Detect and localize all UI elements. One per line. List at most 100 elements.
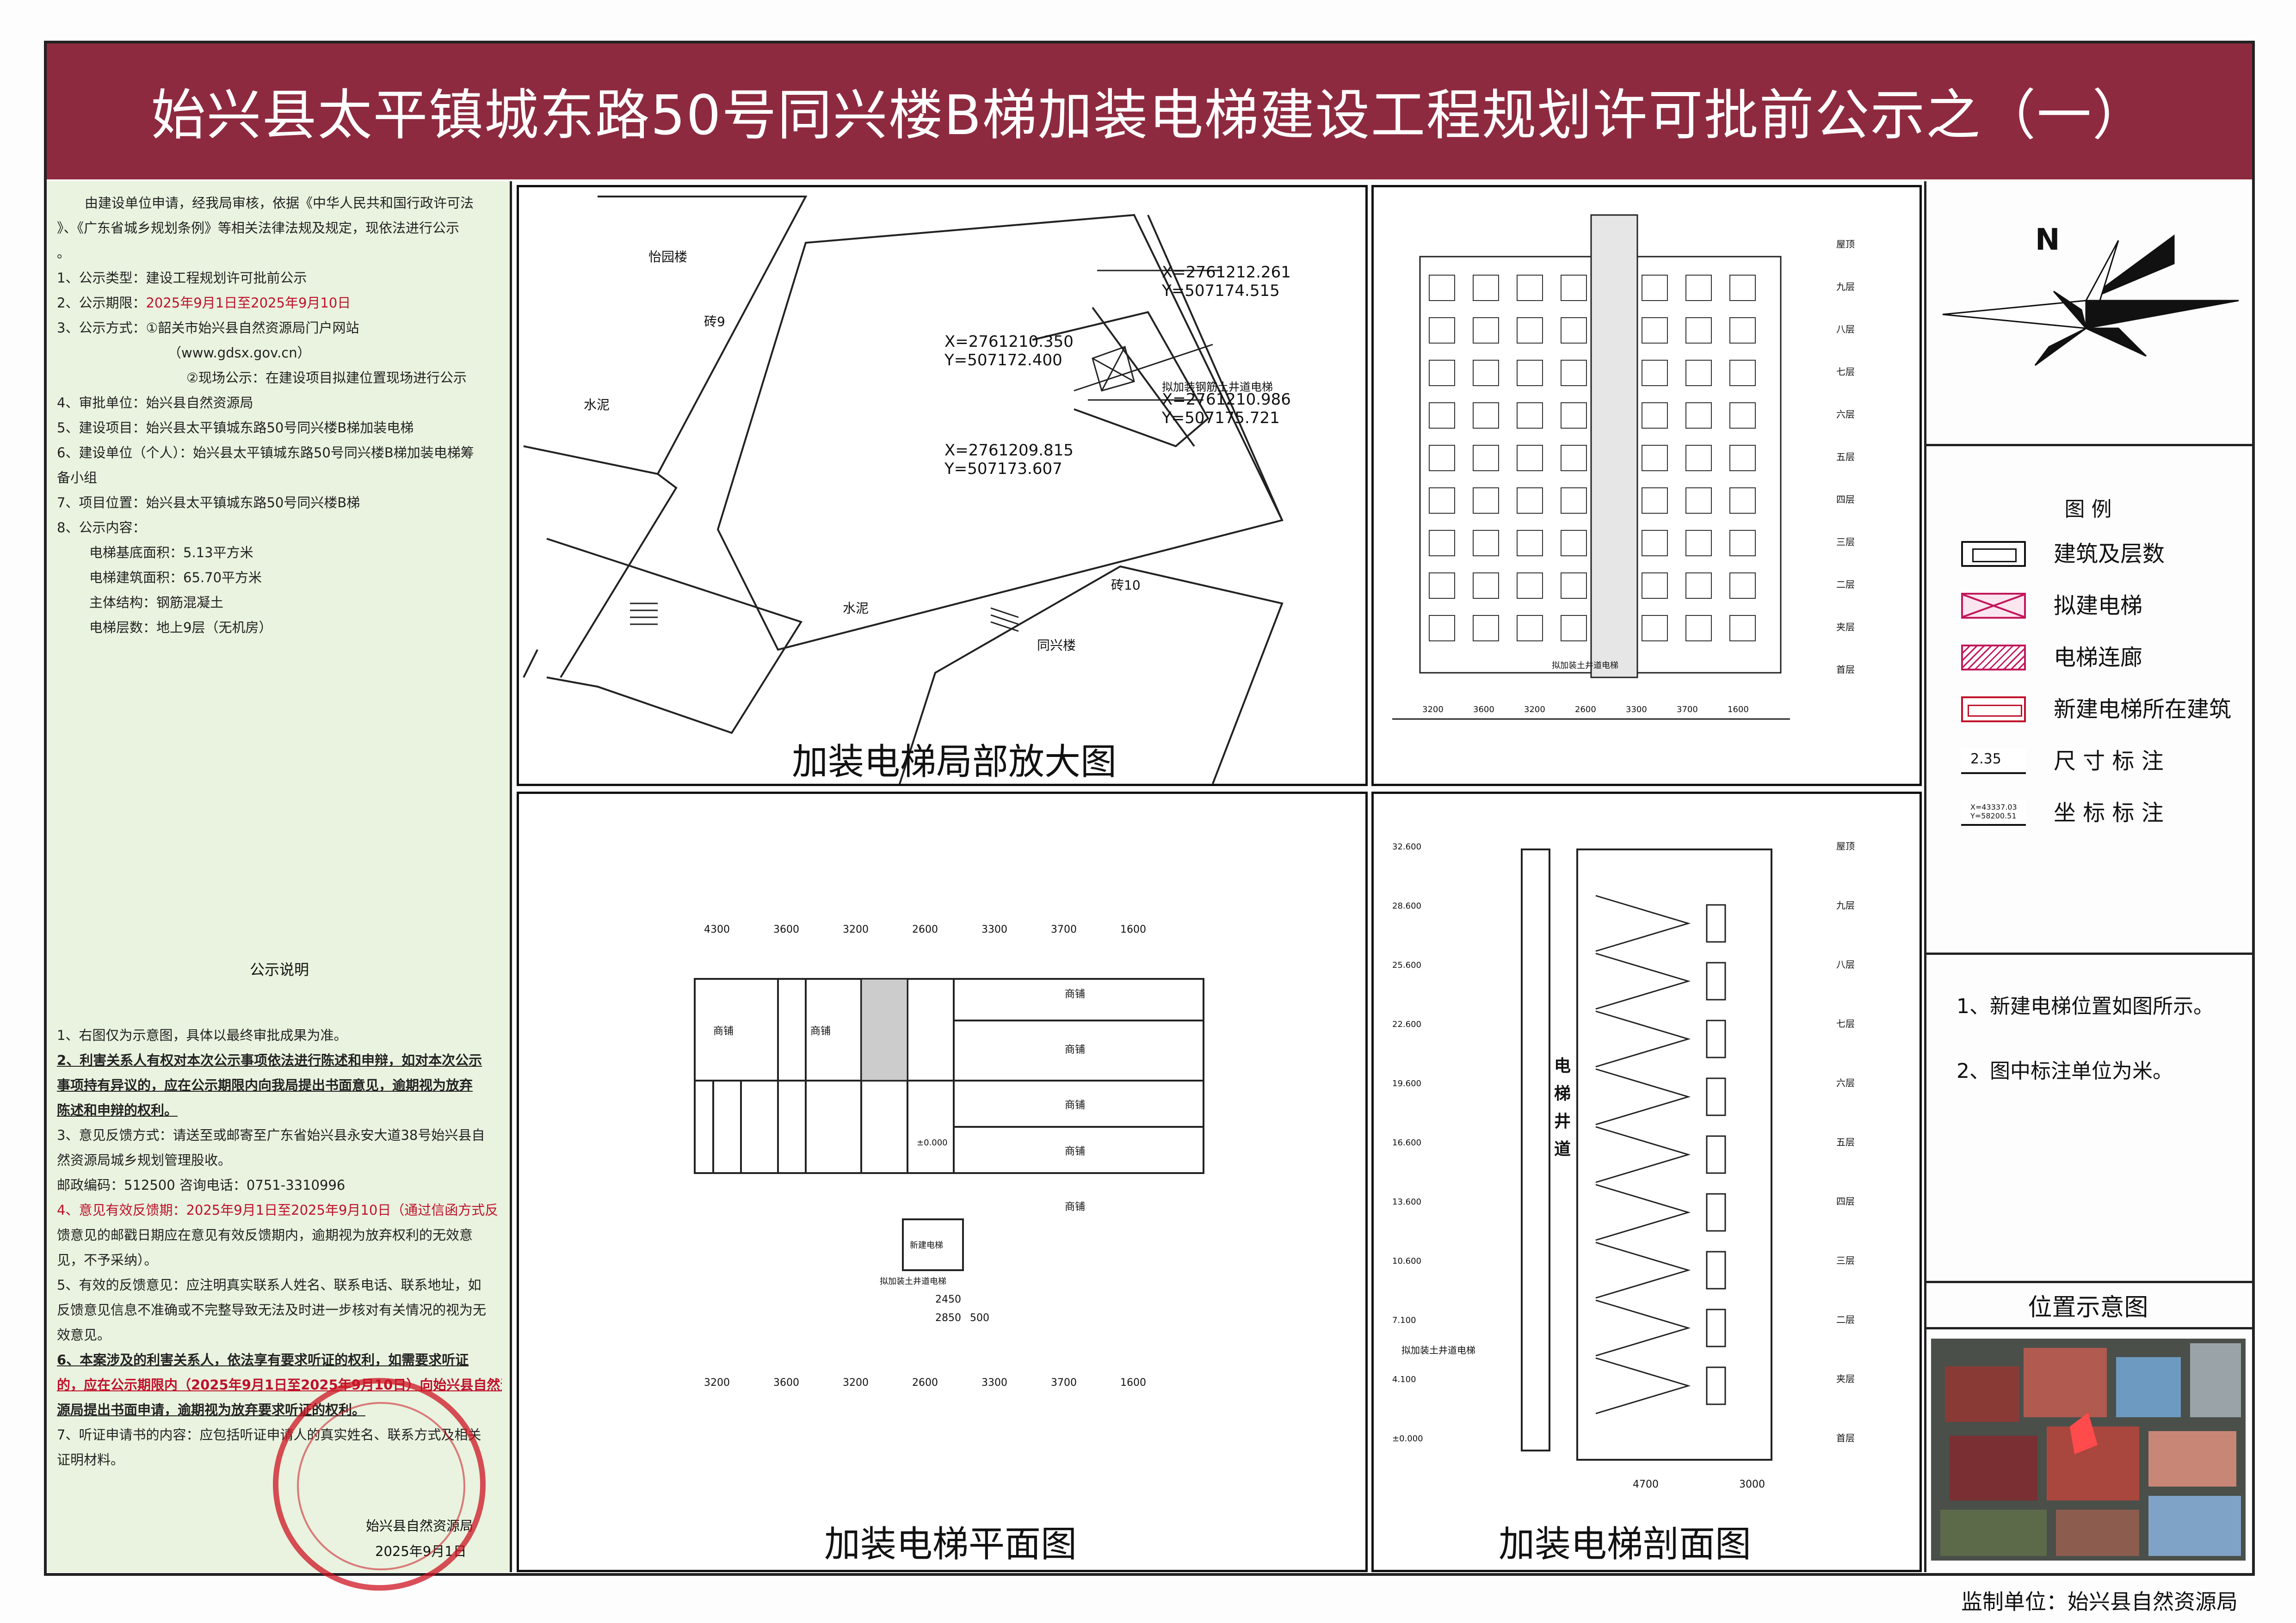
window-icon <box>1429 402 1455 429</box>
elevator-width: 2450 <box>935 1294 961 1305</box>
window-icon <box>1685 530 1712 556</box>
legend-symbol-icon: 2.35 <box>1961 748 2026 774</box>
window-icon <box>1729 615 1756 641</box>
site-plan-panel: X=2761212.261 Y=507174.515 X=2761210.350… <box>517 185 1368 789</box>
window-icon <box>1642 530 1668 556</box>
window-icon <box>1729 275 1756 301</box>
floor-label: 首层 <box>1836 1432 1855 1444</box>
room-label: 商铺 <box>1065 1100 1085 1111</box>
notice-line: 事项持有异议的，应在公示期限内向我局提出书面意见，逾期视为放弃 <box>57 1077 473 1093</box>
window-icon <box>1706 1193 1726 1232</box>
elevator-label: 拟加装钢筋土井道电梯 <box>1162 381 1273 393</box>
stair-flight <box>1595 895 1691 952</box>
coord-label: Y=507174.515 <box>1161 282 1280 300</box>
note: 2、图中标注单位为米。 <box>1957 1059 2173 1083</box>
dimension-label: 1600 <box>1728 705 1749 714</box>
legend-symbol-icon <box>1961 696 2026 722</box>
legend-label: 新建电梯所在建筑 <box>2054 696 2232 722</box>
dimension-label: 3200 <box>843 924 869 935</box>
item-value: ②现场公示：在建设项目拟建位置现场进行公示 <box>186 370 467 386</box>
notice-heading: 公示说明 <box>249 961 309 978</box>
elevation-mark: 28.600 <box>1392 901 1421 911</box>
window-icon <box>1517 530 1543 556</box>
floor-label: 六层 <box>1836 409 1855 420</box>
window-icon <box>1429 360 1455 386</box>
announcement-item: 电梯建筑面积：65.70平方米 <box>57 565 502 590</box>
item-value: 始兴县太平镇城东路50号同兴楼B梯加装电梯筹 <box>192 445 474 461</box>
dimension-label: 3600 <box>773 924 799 935</box>
window-icon <box>1473 445 1499 471</box>
stair-label: 拟加装土井道电梯 <box>880 1277 946 1286</box>
notice-line: 效意见。 <box>57 1327 111 1343</box>
window-icon <box>1473 275 1499 301</box>
window-icon <box>1706 1309 1726 1347</box>
coord-label: X=2761210.350 <box>944 332 1074 351</box>
window-icon <box>1517 275 1543 301</box>
announcement-item: 8、公示内容： <box>57 515 502 540</box>
shaft-char: 梯 <box>1554 1084 1571 1103</box>
stair-flight <box>1595 1242 1691 1299</box>
floor-label: 三层 <box>1836 1255 1855 1266</box>
dimension-label: 2600 <box>912 1377 938 1389</box>
floor-label: 二层 <box>1836 579 1855 590</box>
coord-label: Y=507175.721 <box>1161 409 1280 427</box>
announcement-item: 2、公示期限：2025年9月1日至2025年9月10日 <box>57 290 502 315</box>
floor-level: ±0.000 <box>917 1138 948 1148</box>
announcement-item: 1、公示类型：建设工程规划许可批前公示 <box>57 265 502 290</box>
location-heading: 位置示意图 <box>2028 1294 2148 1322</box>
floor-label: 二层 <box>1836 1314 1855 1325</box>
room-label: 商铺 <box>1065 989 1085 1000</box>
window-icon <box>1517 615 1543 641</box>
item-key: 2、公示期限： <box>57 295 146 311</box>
floor-label: 七层 <box>1836 366 1855 377</box>
floors-label: 砖10 <box>1111 578 1141 593</box>
divider <box>1924 953 2252 955</box>
item-value: 备小组 <box>57 470 98 486</box>
notice-line: 邮政编码：512500 咨询电话：0751-3310996 <box>57 1177 346 1193</box>
room-label: 商铺 <box>713 1026 734 1037</box>
shaft-char: 道 <box>1554 1140 1571 1159</box>
footer: 监制单位：始兴县自然资源局 <box>1961 1585 2238 1616</box>
notice-list: 1、右图仅为示意图，具体以最终审批成果为准。2、利害关系人有权对本次公示事项依法… <box>47 1023 512 1472</box>
window-icon <box>1706 1251 1726 1290</box>
north-label: N <box>2035 223 2060 257</box>
window-icon <box>1729 572 1756 599</box>
floor-label: 夹层 <box>1836 1373 1855 1384</box>
window-icon <box>1561 445 1587 471</box>
legend-label: 建筑及层数 <box>2054 541 2165 567</box>
window-icon <box>1729 530 1756 556</box>
dimension-label: 3300 <box>981 1377 1007 1389</box>
dimension-label: 3300 <box>981 924 1007 935</box>
window-icon <box>1685 275 1712 301</box>
window-icon <box>1561 615 1587 641</box>
item-key: 3、公示方式： <box>57 320 146 336</box>
notice-line: 6、本案涉及的利害关系人，依法享有要求听证的权利，如需要求听证 <box>57 1352 469 1368</box>
shaft-char: 井 <box>1554 1112 1571 1131</box>
window-icon <box>1429 615 1455 641</box>
item-value: ①韶关市始兴县自然资源局门户网站 <box>146 320 359 336</box>
window-icon <box>1685 487 1712 514</box>
elevation-mark: 22.600 <box>1392 1020 1421 1029</box>
floor-label: 屋顶 <box>1836 239 1855 250</box>
floor-label: 八层 <box>1836 324 1855 335</box>
announcement-item: 备小组 <box>57 465 502 490</box>
item-value: 电梯层数：地上9层（无机房） <box>89 620 272 635</box>
road-label: 水泥 <box>584 397 610 412</box>
window-icon <box>1729 360 1756 386</box>
coord-label: Y=507172.400 <box>944 351 1062 369</box>
intro-line: 》、《广东省城乡规划条例》等相关法律法规及规定，现依法进行公示 <box>57 220 460 236</box>
window-icon <box>1685 402 1712 429</box>
stair-flight <box>1595 953 1691 1010</box>
item-value: 主体结构：钢筋混凝土 <box>89 595 224 610</box>
stair-flight <box>1595 1184 1691 1241</box>
window-icon <box>1706 1366 1726 1405</box>
item-key: 6、建设单位（个人）： <box>57 445 193 461</box>
window-icon <box>1517 360 1543 386</box>
title-bar <box>44 41 2255 179</box>
window-icon <box>1706 1077 1726 1116</box>
divider <box>1924 444 2252 446</box>
stair-flight <box>1595 1299 1691 1357</box>
stair-flight <box>1595 1357 1691 1414</box>
